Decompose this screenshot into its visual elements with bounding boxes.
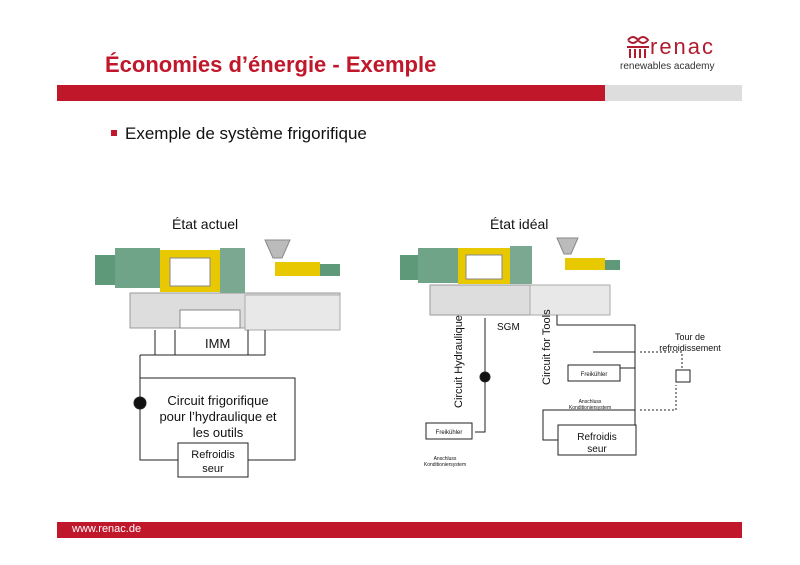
sgm-label: SGM: [497, 322, 520, 333]
bullet-icon: [111, 130, 117, 136]
connection-label-left-2: Konditioniersystem: [424, 462, 466, 468]
circuit-tools-label: Circuit for Tools: [541, 309, 553, 385]
left-circuit-line1: Circuit frigorifique: [167, 393, 268, 408]
circuit-hydraulic-label: Circuit Hydraulique: [453, 315, 465, 408]
logo-pillar-icon: [627, 36, 650, 58]
freecooler-label-left: Freikühler: [436, 430, 463, 436]
tower-label-line1: Tour de: [675, 332, 705, 342]
connection-label-right-1: Anschluss: [579, 399, 602, 405]
left-circuit-line2: pour l’hydraulique et: [159, 409, 276, 424]
bullet-text: Exemple de système frigorifique: [125, 124, 367, 143]
logo-subtitle: renewables academy: [620, 61, 715, 72]
left-heading: État actuel: [172, 216, 238, 232]
injection-machine-right: [400, 237, 620, 316]
header-bar-grey: [605, 85, 742, 101]
left-chiller-line2: seur: [202, 463, 224, 475]
footer-url[interactable]: www.renac.de: [72, 523, 142, 535]
left-chiller-line1: Refroidis: [191, 449, 235, 461]
connection-label-right-2: Konditioniersystem: [569, 405, 611, 411]
right-chiller-line2: seur: [587, 444, 607, 455]
logo-word: renac: [650, 34, 716, 59]
connection-label-left-1: Anschluss: [434, 456, 457, 462]
injection-machine-left: [95, 239, 341, 331]
header-bar: [57, 85, 605, 101]
right-chiller-line1: Refroidis: [577, 432, 616, 443]
left-circuit-line3: les outils: [193, 425, 244, 440]
tower-label-line2: refroidissement: [659, 343, 721, 353]
freecooler-label-right: Freikühler: [581, 372, 608, 378]
page-title: Économies d’énergie - Exemple: [105, 52, 437, 77]
imm-label: IMM: [205, 336, 230, 351]
footer-bar: www.renac.de: [57, 522, 742, 538]
right-heading: État idéal: [490, 216, 548, 232]
renac-logo: renac renewables academy: [620, 34, 740, 79]
